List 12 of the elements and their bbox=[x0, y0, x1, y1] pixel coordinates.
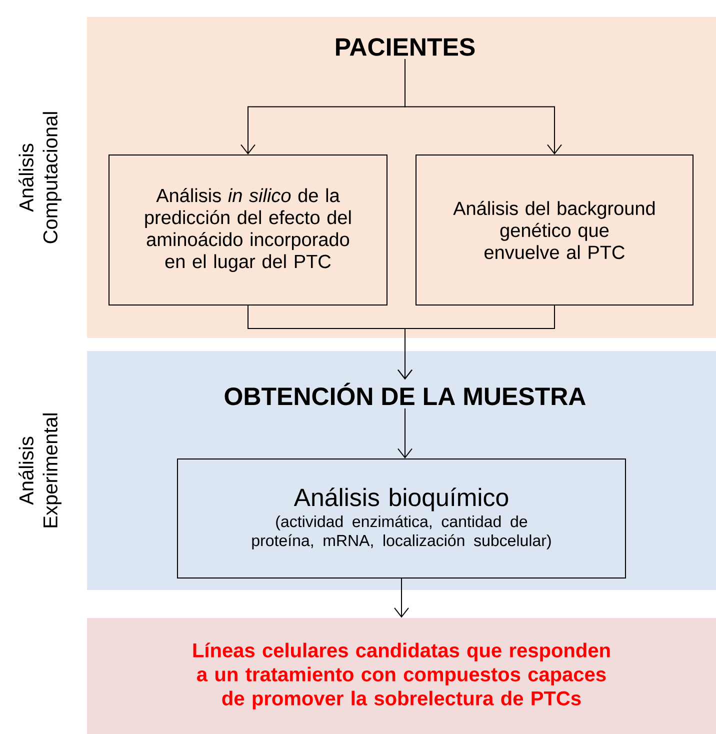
process-box: Análisis bioquímico (actividad enzimática, cantidad de proteína, mRNA, localización subcelular) bbox=[177, 458, 626, 578]
result-box: Líneas celulares candidatas que responden a un tratamiento con compuestos capaces de promover la sobrelectura de PTCs bbox=[87, 618, 716, 734]
process-box: Análisis in silico de la predicción del efecto del aminoácido incorporado en el lugar del PTC bbox=[108, 154, 388, 306]
process-box: Análisis del background genético que envuelve al PTC bbox=[416, 154, 694, 306]
arrow bbox=[398, 305, 555, 380]
step-heading: PACIENTES bbox=[336, 38, 475, 56]
step-heading: OBTENCIÓN DE LA MUESTRA bbox=[224, 382, 586, 406]
side-label: Análisis Computacional bbox=[18, 112, 62, 244]
arrow bbox=[394, 578, 409, 618]
side-label: Análisis Experimental bbox=[18, 414, 62, 528]
arrow bbox=[398, 408, 412, 458]
arrow bbox=[404, 58, 562, 154]
